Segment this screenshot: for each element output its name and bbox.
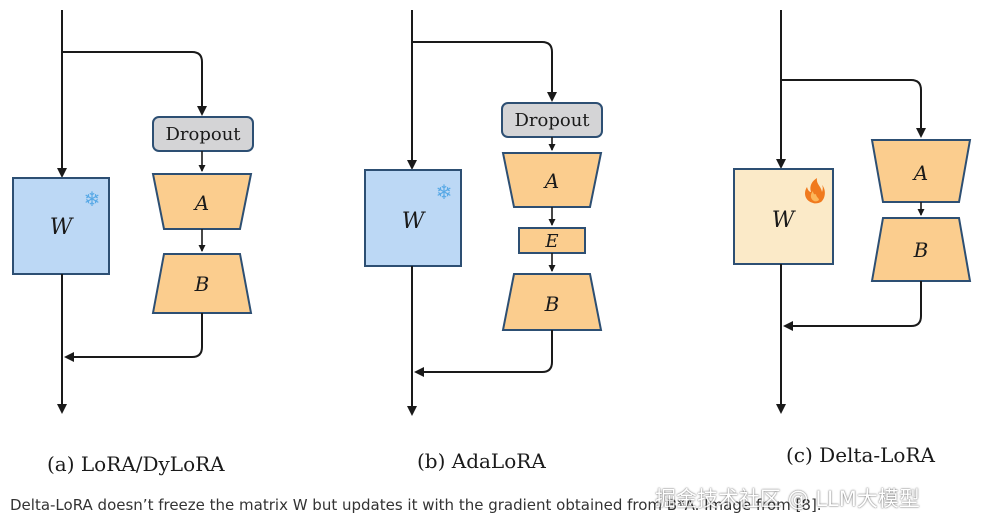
panel-c-return-arrow	[783, 281, 922, 331]
panel-a-branch-arrow	[62, 51, 207, 116]
fire-icon	[805, 178, 825, 204]
panel-b-dropout-label: Dropout	[514, 110, 590, 131]
snowflake-icon: ❄	[84, 189, 101, 211]
panel-a: W ❄ Dropout A B	[12, 10, 254, 414]
panel-b-w-matrix	[364, 169, 462, 267]
panel-b-a-label: A	[543, 169, 559, 193]
panel-b: W ❄ Dropout A E B	[364, 10, 603, 416]
panel-a-w-label: W	[50, 215, 75, 240]
panel-c-branch-arrow	[781, 79, 926, 138]
panel-a-dropout-box	[152, 116, 254, 152]
panel-c: W A B	[733, 10, 972, 414]
panel-a-dropout-label: Dropout	[165, 124, 241, 145]
panel-c-a-matrix	[870, 139, 972, 203]
panel-a-return-arrow	[64, 313, 203, 362]
panel-b-w-label: W	[402, 209, 427, 234]
panel-b-b-matrix	[501, 273, 603, 331]
panel-a-a-matrix	[151, 173, 253, 230]
panel-b-return-arrow	[414, 330, 553, 377]
panel-a-caption: (a) LoRA/DyLoRA	[47, 452, 225, 476]
figure-caption: Delta-LoRA doesn’t freeze the matrix W b…	[10, 496, 822, 514]
panel-a-b-label: B	[194, 272, 210, 296]
panel-b-caption: (b) AdaLoRA	[417, 449, 546, 473]
panel-a-b-matrix	[151, 253, 253, 314]
panel-c-w-label: W	[772, 208, 797, 233]
panel-c-a-label: A	[912, 161, 928, 185]
panel-c-b-label: B	[913, 238, 929, 262]
panel-b-branch-arrow	[412, 41, 557, 102]
panel-b-b-label: B	[544, 292, 560, 316]
panel-c-b-matrix	[870, 217, 972, 282]
panel-b-a-matrix	[501, 152, 603, 208]
panel-a-w-matrix	[12, 177, 110, 275]
snowflake-icon: ❄	[436, 182, 453, 204]
panel-c-caption: (c) Delta-LoRA	[786, 443, 935, 467]
panel-a-a-label: A	[193, 191, 209, 215]
watermark: 掘金技术社区 @ LLM大模型	[655, 487, 920, 511]
panel-b-e-label: E	[544, 231, 558, 252]
